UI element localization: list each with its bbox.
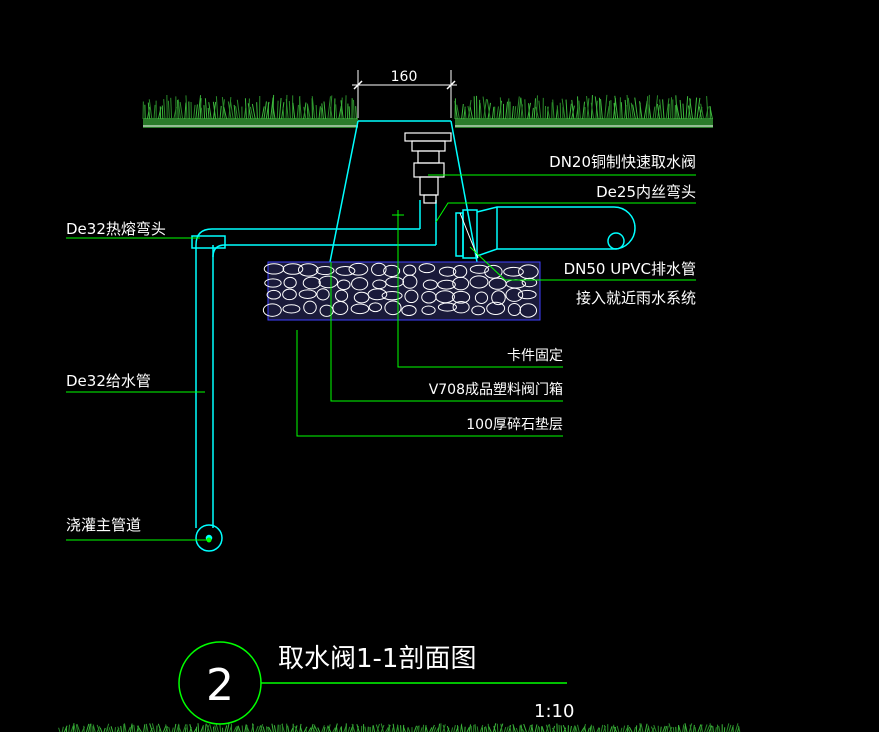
label-gravel: 100厚碎石垫层 [466,417,563,433]
label-supply-pipe: De32给水管 [66,372,151,390]
dimension-text: 160 [391,69,418,85]
label-drain-connect: 接入就近雨水系统 [576,289,696,307]
label-box: V708成品塑料阀门箱 [429,382,563,398]
label-elbow-inner: De25内丝弯头 [596,183,696,201]
title-block: 2 取水阀1-1剖面图 1:10 [178,641,574,725]
drawing-number: 2 [206,660,234,711]
drawing-title: 取水阀1-1剖面图 [278,644,476,674]
label-drain-pipe: DN50 UPVC排水管 [564,260,696,278]
gravel-bed [262,261,541,321]
label-clamp: 卡件固定 [507,348,563,364]
grass-left [142,94,357,120]
ground-surface [142,94,713,128]
gravel-stones [262,262,539,318]
drawing-scale: 1:10 [534,701,574,722]
supply-pipe [191,200,437,552]
drain-pipe [455,206,636,259]
label-elbow-hot: De32热熔弯头 [66,220,166,238]
dimension-160: 160 [352,69,457,118]
grass-bottom [58,723,741,732]
label-valve: DN20铜制快速取水阀 [549,153,696,171]
quick-valve [404,132,452,204]
grass-right [454,94,713,120]
valve-box [329,120,478,263]
leader-lines [66,174,696,543]
label-main-pipe: 浇灌主管道 [66,516,141,534]
